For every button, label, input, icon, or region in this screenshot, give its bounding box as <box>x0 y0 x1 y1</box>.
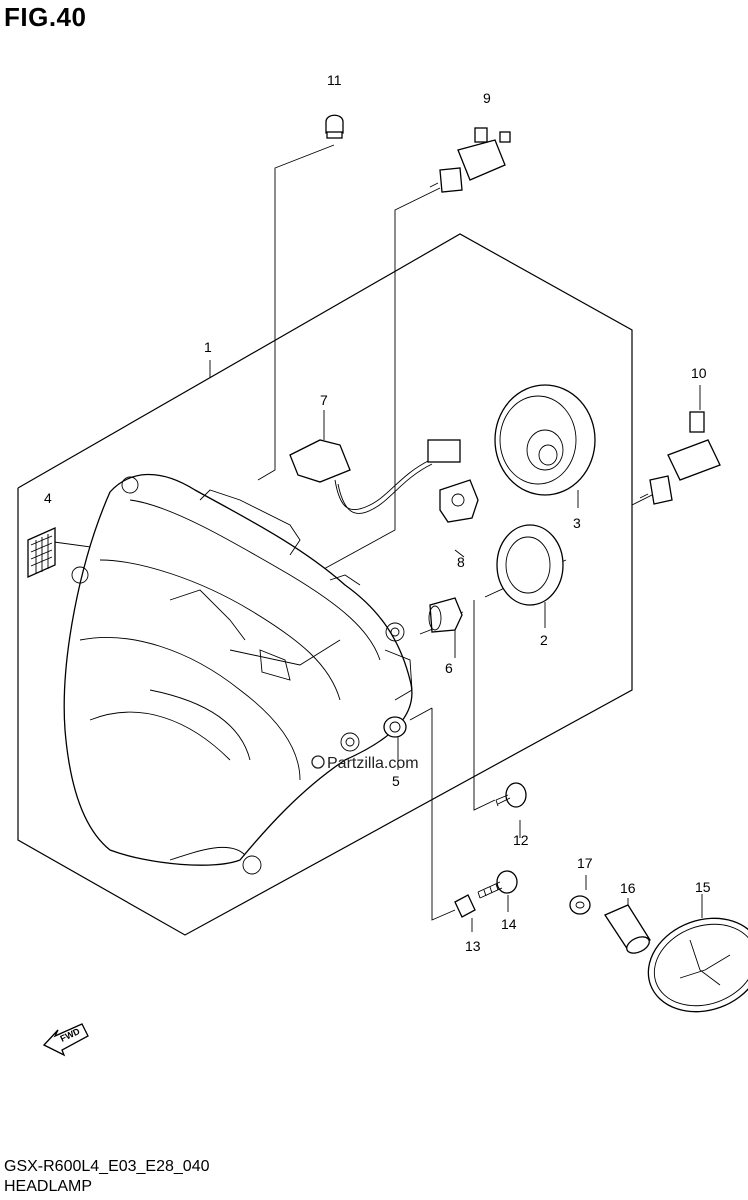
callout-4: 4 <box>44 490 52 506</box>
washer-part-17 <box>569 895 591 915</box>
seal-ring-part-2 <box>496 524 564 606</box>
callout-2: 2 <box>540 632 548 648</box>
partzilla-watermark: Partzilla.com <box>311 755 419 772</box>
callout-6: 6 <box>445 660 453 676</box>
callout-13: 13 <box>465 938 481 954</box>
callout-10: 10 <box>691 365 707 381</box>
assembly-box-outline <box>17 233 633 936</box>
callout-17: 17 <box>577 855 593 871</box>
bulb-part-10 <box>639 411 721 505</box>
reflector-pad-part-4 <box>27 526 56 579</box>
screw-part-12 <box>495 782 527 808</box>
screw-part-14 <box>477 870 518 899</box>
section-name: HEADLAMP <box>4 1178 93 1195</box>
watermark-text: Partzilla.com <box>327 755 419 772</box>
bulb-part-9 <box>429 127 511 193</box>
bolt-part-13 <box>454 894 476 918</box>
socket-part-8 <box>439 479 479 523</box>
callout-1: 1 <box>204 339 212 355</box>
callout-8: 8 <box>457 554 465 570</box>
bulb-part-11 <box>325 114 344 139</box>
callout-14: 14 <box>501 916 517 932</box>
callout-3: 3 <box>573 515 581 531</box>
forward-direction-arrow: FWD <box>42 1023 89 1057</box>
socket-harness-part-7 <box>289 439 461 514</box>
callout-11: 11 <box>327 72 342 88</box>
callout-5: 5 <box>392 773 400 789</box>
grommet-part-6 <box>428 597 463 633</box>
model-code: GSX-R600L4_E03_E28_040 <box>4 1158 210 1175</box>
callout-12: 12 <box>513 832 529 848</box>
callout-7: 7 <box>320 392 328 408</box>
pin-part-16 <box>604 904 651 954</box>
callout-9: 9 <box>483 90 491 106</box>
callout-16: 16 <box>620 880 636 896</box>
headlamp-housing <box>63 473 413 875</box>
callout-15: 15 <box>695 879 711 895</box>
figure-title: FIG.40 <box>4 2 87 32</box>
cover-part-15 <box>647 917 748 1013</box>
grommet-part-5 <box>383 716 407 738</box>
socket-cover-part-3 <box>494 384 596 496</box>
